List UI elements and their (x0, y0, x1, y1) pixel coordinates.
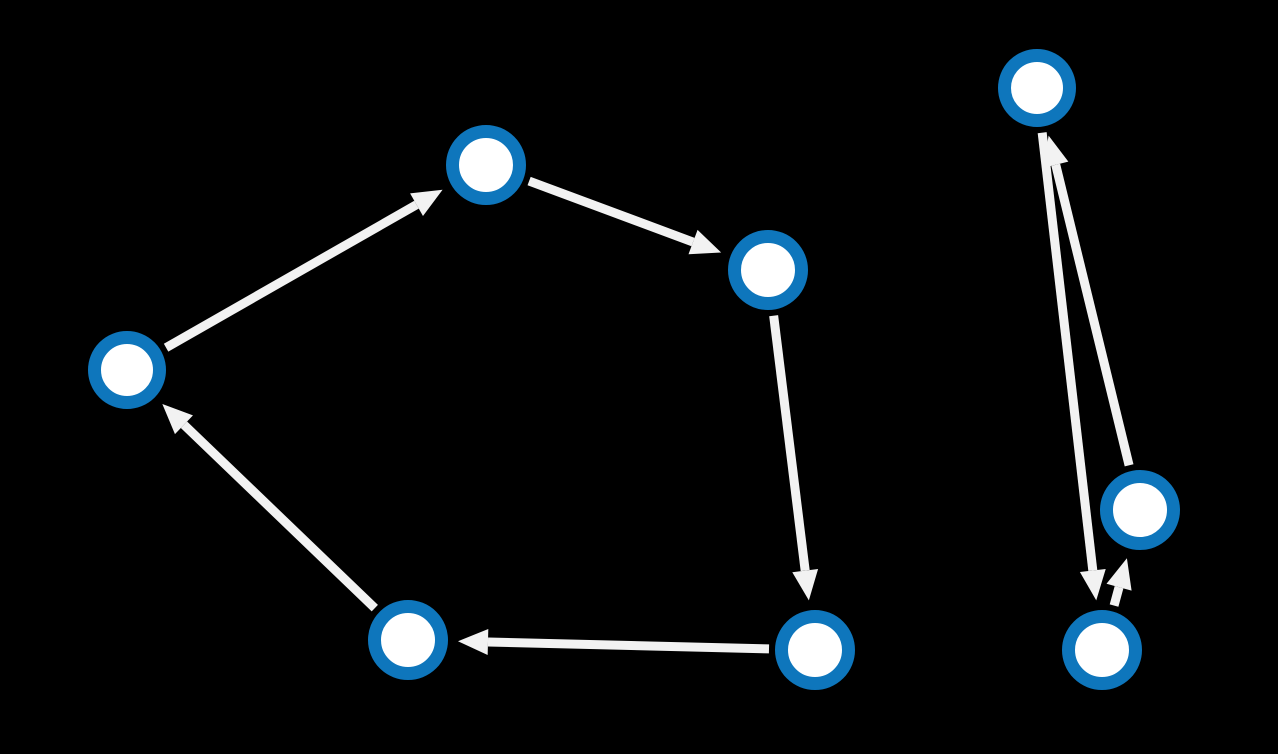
graph-node[interactable] (728, 230, 808, 310)
edge-line (1037, 132, 1098, 572)
graph-edge[interactable] (1043, 135, 1134, 467)
graph-node[interactable] (368, 600, 448, 680)
edge-arrowhead-icon (457, 628, 489, 655)
node-circle (775, 610, 855, 690)
edge-line (1051, 163, 1134, 467)
node-circle (728, 230, 808, 310)
edge-arrowhead-icon (162, 403, 193, 435)
graph-edge[interactable] (1106, 558, 1132, 607)
edge-line (180, 421, 378, 612)
node-circle (368, 600, 448, 680)
graph-edge[interactable] (163, 189, 443, 352)
node-circle (998, 49, 1076, 127)
edge-arrowhead-icon (1043, 135, 1069, 168)
graph-node[interactable] (998, 49, 1076, 127)
graph-node[interactable] (446, 125, 526, 205)
edge-line (163, 200, 419, 352)
node-layer (88, 49, 1180, 690)
edge-arrowhead-icon (792, 569, 819, 601)
edge-layer (162, 132, 1134, 655)
edge-line (769, 315, 810, 572)
edge-line (1109, 586, 1124, 607)
graph-edge[interactable] (162, 403, 378, 612)
graph-edge[interactable] (457, 628, 770, 655)
graph-edge[interactable] (769, 315, 819, 601)
node-circle (446, 125, 526, 205)
node-circle (1100, 470, 1180, 550)
node-circle (88, 331, 166, 409)
graph-edge[interactable] (527, 176, 722, 255)
edge-arrowhead-icon (688, 229, 722, 255)
graph-node[interactable] (775, 610, 855, 690)
edge-arrowhead-icon (1079, 569, 1106, 601)
graph-node[interactable] (88, 331, 166, 409)
edge-arrowhead-icon (1106, 558, 1132, 591)
edge-line (487, 637, 770, 654)
node-circle (1062, 610, 1142, 690)
graph-node[interactable] (1062, 610, 1142, 690)
edge-line (527, 176, 695, 247)
graph-edge[interactable] (1037, 132, 1106, 601)
graph-node[interactable] (1100, 470, 1180, 550)
edge-arrowhead-icon (410, 189, 443, 216)
